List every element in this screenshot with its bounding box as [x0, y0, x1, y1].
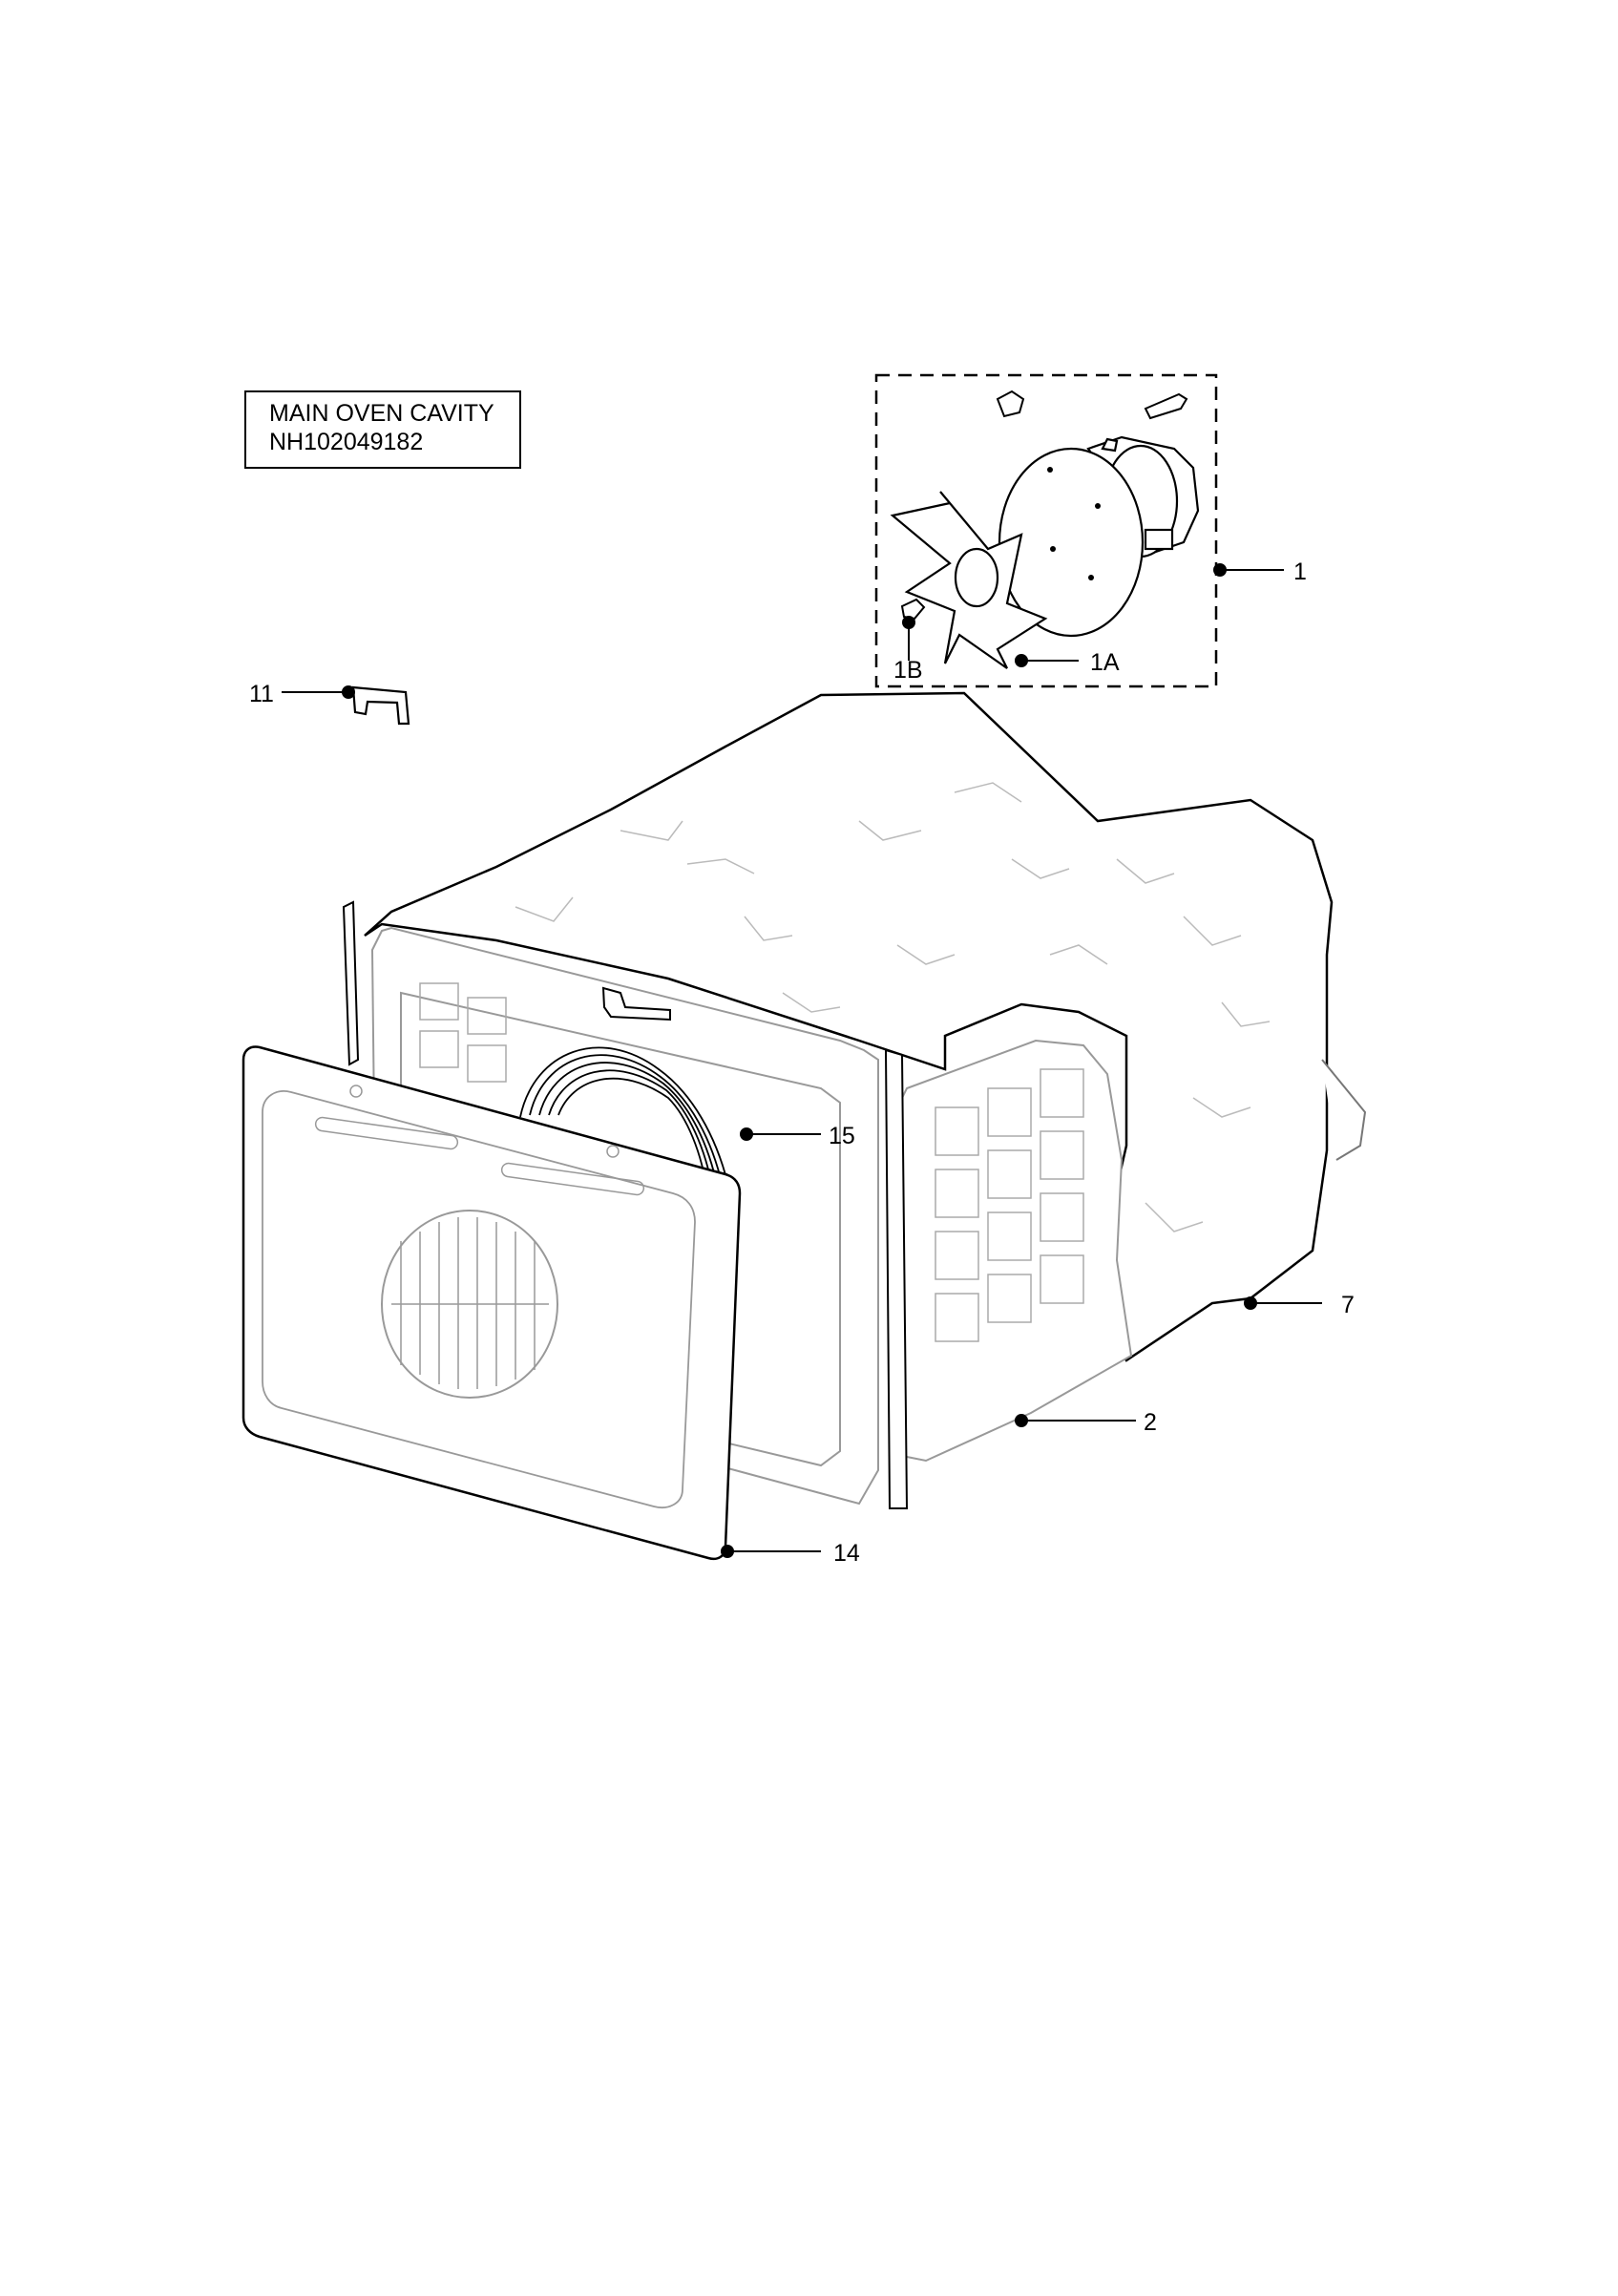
title-block: MAIN OVEN CAVITY NH102049182 [244, 390, 521, 469]
callout-14: 14 [833, 1540, 860, 1567]
fan-small-parts [900, 390, 1188, 621]
title-line-1: MAIN OVEN CAVITY [269, 400, 494, 427]
side-runners [342, 900, 909, 1509]
callout-15: 15 [829, 1123, 855, 1149]
fan-assembly-group [874, 373, 1218, 688]
fan-blade-shape [890, 491, 1048, 669]
insulation-blanket [364, 691, 1334, 1362]
leader-lines [282, 563, 1322, 1558]
back-panel-part [242, 1045, 742, 1561]
callout-2: 2 [1144, 1409, 1157, 1436]
title-line-2: NH102049182 [269, 429, 424, 455]
callout-11: 11 [249, 681, 274, 707]
callout-1B: 1B [893, 657, 923, 684]
fan-backplate [998, 447, 1145, 638]
callout-7: 7 [1341, 1292, 1355, 1318]
callout-1A: 1A [1090, 649, 1120, 676]
fan-assembly-box [874, 373, 1218, 688]
bracket-part [351, 685, 410, 726]
callout-1: 1 [1293, 558, 1307, 585]
